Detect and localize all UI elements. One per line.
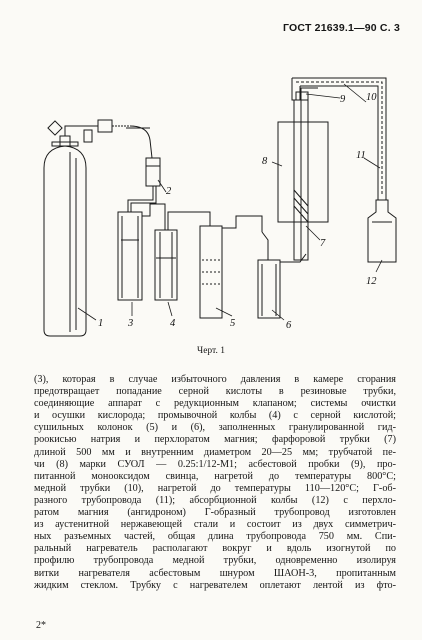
label-2: 2	[166, 186, 172, 197]
label-6: 6	[286, 320, 292, 331]
text-line: длиной 500 мм и внутренним диаметром 20—…	[34, 446, 396, 458]
text-line: (3), которая в случае избыточного давлен…	[34, 374, 396, 385]
label-1: 1	[98, 318, 103, 329]
label-8: 8	[262, 156, 268, 167]
figure-caption: Черт. 1	[197, 346, 225, 356]
text-line: профилю трубопровода медной трубки, одно…	[34, 555, 396, 567]
text-line: ратом магния (ангидроном) Г-образный тру…	[34, 507, 396, 519]
label-4: 4	[170, 318, 176, 329]
text-line: сушильных колонок (5) и (6), заполненных…	[34, 422, 396, 434]
text-line: ральный нагреватель располагают вокруг и…	[34, 543, 396, 555]
apparatus-diagram: 1 2 3 4 5 6 7 8 9 10 11 12	[43, 77, 397, 337]
label-3: 3	[127, 318, 133, 329]
text-line: и осушки кислорода; промывочной колбы (4…	[34, 410, 396, 422]
text-line: жидким стеклом. Трубку с нагревателем оп…	[34, 579, 396, 591]
text-line: чи (8) марки СУОЛ — 0.25:1/12-М1; асбест…	[34, 458, 396, 470]
label-12: 12	[366, 276, 377, 287]
label-9: 9	[340, 94, 346, 105]
text-line: предотвращает попадание серной кислоты в…	[34, 386, 396, 398]
label-5: 5	[230, 318, 235, 329]
page-header: ГОСТ 21639.1—90 С. 3	[283, 22, 400, 34]
reducing-valve	[47, 119, 153, 159]
oxygen-cylinder	[43, 135, 87, 337]
text-line: роокисью натрия и перхлоратом магния; фа…	[34, 434, 396, 446]
text-line: витки нагревателя асбестовым шнуром ШАОН…	[34, 567, 396, 579]
page-mark: 2*	[36, 620, 46, 631]
text-line: из аустенитной нержавеющей стали и состо…	[34, 519, 396, 531]
text-line: соединяющие аппарат с редукционным клапа…	[34, 398, 396, 410]
text-line: питанной монооксидом свинца, нагретой до…	[34, 470, 396, 482]
text-line: ных разъемных частей, общая длина трубоп…	[34, 531, 396, 543]
label-10: 10	[366, 92, 377, 103]
l-pipeline-10-11	[291, 77, 387, 200]
text-line: медной трубки (10), нагретой до температ…	[34, 482, 396, 494]
safety-vessel-3	[117, 203, 166, 301]
body-paragraph: (3), которая в случае избыточного давлен…	[34, 374, 396, 592]
drying-column-5	[199, 215, 263, 319]
wash-bottle-4	[154, 211, 211, 301]
item-2	[127, 157, 161, 212]
drying-column-6	[257, 231, 307, 319]
label-7: 7	[320, 238, 326, 249]
label-11: 11	[356, 150, 366, 161]
text-line: разного трубопровода (11); абсорбционной…	[34, 494, 396, 506]
absorption-flask-12	[367, 199, 397, 263]
tube-furnace-8	[277, 87, 329, 261]
